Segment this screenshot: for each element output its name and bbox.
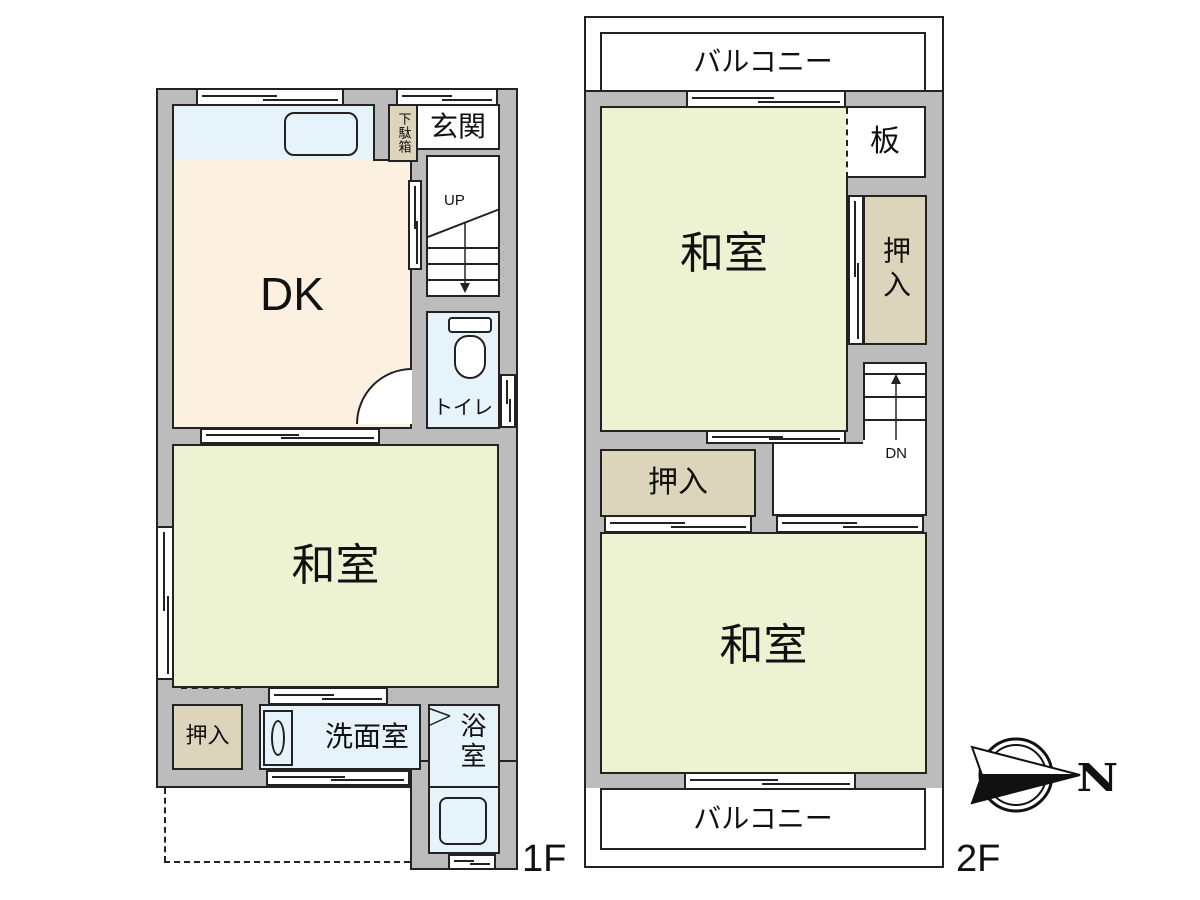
ita-dashed-divider (846, 108, 848, 178)
fusuma-landing (776, 515, 924, 533)
room-label-senmenshitsu: 洗面室 (324, 720, 409, 753)
outdoor-dashed-bottom (164, 861, 410, 863)
room-label-balcony-bottom: バルコニー (693, 802, 833, 835)
room-balcony-bottom: バルコニー (600, 788, 926, 850)
floor-label-2f: 2F (956, 838, 1001, 880)
kitchen-sink-icon (284, 112, 358, 156)
room-label-balcony-top: バルコニー (693, 45, 833, 78)
window-washitsu-senmen (268, 687, 388, 705)
compass: N (968, 735, 1120, 815)
room-washitsu-2f-upper: 和室 (600, 106, 848, 432)
window-2f-mid (706, 430, 846, 444)
room-label-washitsu-1f: 和室 (291, 540, 380, 591)
stairs-label-dn: DN (885, 445, 907, 462)
stairs-1f[interactable]: UP (426, 155, 501, 297)
room-label-ita: 板 (870, 124, 900, 159)
outdoor-dashed-left (164, 788, 166, 862)
room-genkan: 玄関 (416, 104, 500, 150)
north-arrow-icon (970, 737, 1081, 813)
stairs-up-arrow-icon (891, 374, 901, 444)
landing-patch (863, 440, 925, 446)
room-senmenshitsu: 洗面室 (259, 704, 421, 770)
room-balcony-top: バルコニー (600, 32, 926, 92)
toilet-fixture-icon (448, 317, 492, 379)
window-1f-toilet (500, 374, 516, 428)
room-washitsu-1f: 和室 (172, 444, 499, 688)
window-1f-bath-bottom (448, 854, 496, 870)
room-label-washitsu-2f-lower: 和室 (719, 620, 808, 671)
room-label-oshiire-1f: 押入 (185, 724, 230, 749)
stairs-diagonal-line (428, 208, 501, 293)
bath-door-icon (427, 707, 451, 727)
window-dk-stair-partition (408, 180, 422, 270)
room-label-genkan: 玄関 (429, 110, 486, 143)
room-label-toilet: トイレ (433, 395, 493, 419)
bathtub-icon (430, 786, 498, 852)
room-washitsu-2f-lower: 和室 (600, 532, 927, 774)
room-label-yokushitsu: 浴室 (456, 712, 486, 772)
window-dk-washitsu (200, 428, 380, 444)
room-ita: 板 (846, 106, 926, 178)
room-toilet: トイレ (426, 311, 500, 429)
closet-oshiire-2f-right: 押入 (863, 195, 927, 345)
washbasin-icon (263, 710, 293, 766)
fusuma-oshiire-left (604, 515, 752, 533)
window-1f-left (156, 526, 174, 680)
floor-label-1f: 1F (522, 838, 567, 880)
closet-getabako: 下駄箱 (388, 104, 418, 162)
kitchen-counter (172, 104, 375, 161)
stairs-2f[interactable] (863, 362, 927, 444)
room-label-dk: DK (260, 268, 324, 320)
oshiire-1f-dashed-top (181, 687, 241, 689)
stairs-landing-2f: DN (772, 442, 927, 516)
room-label-oshiire-2f-left: 押入 (648, 465, 708, 500)
room-label-getabako: 下駄箱 (395, 112, 411, 154)
stairs-label-up: UP (444, 192, 465, 209)
dk-upper-extension (174, 159, 373, 181)
room-label-washitsu-2f-upper: 和室 (680, 228, 768, 279)
closet-oshiire-2f-left: 押入 (600, 449, 756, 517)
room-label-oshiire-2f-right: 押入 (879, 236, 912, 304)
window-oshiire-partition (848, 195, 864, 345)
window-1f-senmen-bottom (266, 770, 410, 786)
room-yokushitsu: 浴室 (428, 704, 500, 854)
compass-north-label: N (1076, 755, 1119, 800)
closet-oshiire-1f: 押入 (172, 704, 243, 770)
